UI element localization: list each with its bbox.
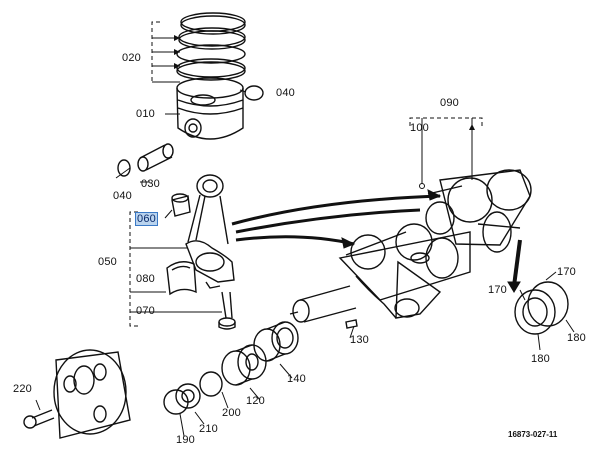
callout-120[interactable]: 120	[246, 395, 265, 407]
callout-190[interactable]: 190	[176, 434, 195, 446]
callout-180-lower[interactable]: 180	[531, 353, 550, 365]
callout-170-left[interactable]: 170	[488, 284, 507, 296]
callout-090[interactable]: 090	[440, 97, 459, 109]
piston-rings[interactable]	[176, 12, 246, 81]
callout-200[interactable]: 200	[222, 407, 241, 419]
callout-210[interactable]: 210	[199, 423, 218, 435]
callout-130[interactable]: 130	[350, 334, 369, 346]
callout-180-right[interactable]: 180	[567, 332, 586, 344]
small-end-bushing[interactable]	[171, 193, 191, 217]
collar-190[interactable]	[163, 383, 201, 415]
figure-number: 16873-027-11	[508, 430, 558, 439]
callout-140[interactable]: 140	[287, 373, 306, 385]
crank-collar[interactable]	[253, 321, 299, 362]
callout-010[interactable]: 010	[136, 108, 155, 120]
o-ring[interactable]	[199, 371, 223, 397]
callout-020[interactable]: 020	[122, 52, 141, 64]
pulley-bolt[interactable]	[23, 409, 55, 429]
crankshaft-main[interactable]	[289, 223, 471, 323]
thrust-bearing-set[interactable]	[514, 281, 569, 335]
piston-pin[interactable]	[137, 143, 174, 172]
rod-bolt[interactable]	[218, 291, 236, 330]
callout-220[interactable]: 220	[13, 383, 32, 395]
connecting-rod[interactable]	[185, 174, 235, 289]
callout-170-right[interactable]: 170	[557, 266, 576, 278]
callout-070[interactable]: 070	[136, 305, 155, 317]
assembly-arrows	[231, 189, 522, 293]
feather-key[interactable]	[345, 319, 358, 329]
callout-040-lower[interactable]: 040	[113, 190, 132, 202]
crankshaft[interactable]	[425, 169, 532, 253]
crank-gear[interactable]	[221, 344, 267, 386]
circlip-lower[interactable]	[117, 159, 131, 177]
circlip-upper[interactable]	[244, 85, 264, 101]
callout-040-upper[interactable]: 040	[276, 87, 295, 99]
rod-bearing[interactable]	[166, 261, 197, 296]
callout-050[interactable]: 050	[98, 256, 117, 268]
callout-100[interactable]: 100	[410, 122, 429, 134]
piston[interactable]	[176, 77, 244, 140]
callout-060[interactable]: 060	[135, 212, 158, 226]
crankshaft-pulley[interactable]	[53, 349, 131, 439]
callout-080[interactable]: 080	[136, 273, 155, 285]
callout-030[interactable]: 030	[141, 178, 160, 190]
